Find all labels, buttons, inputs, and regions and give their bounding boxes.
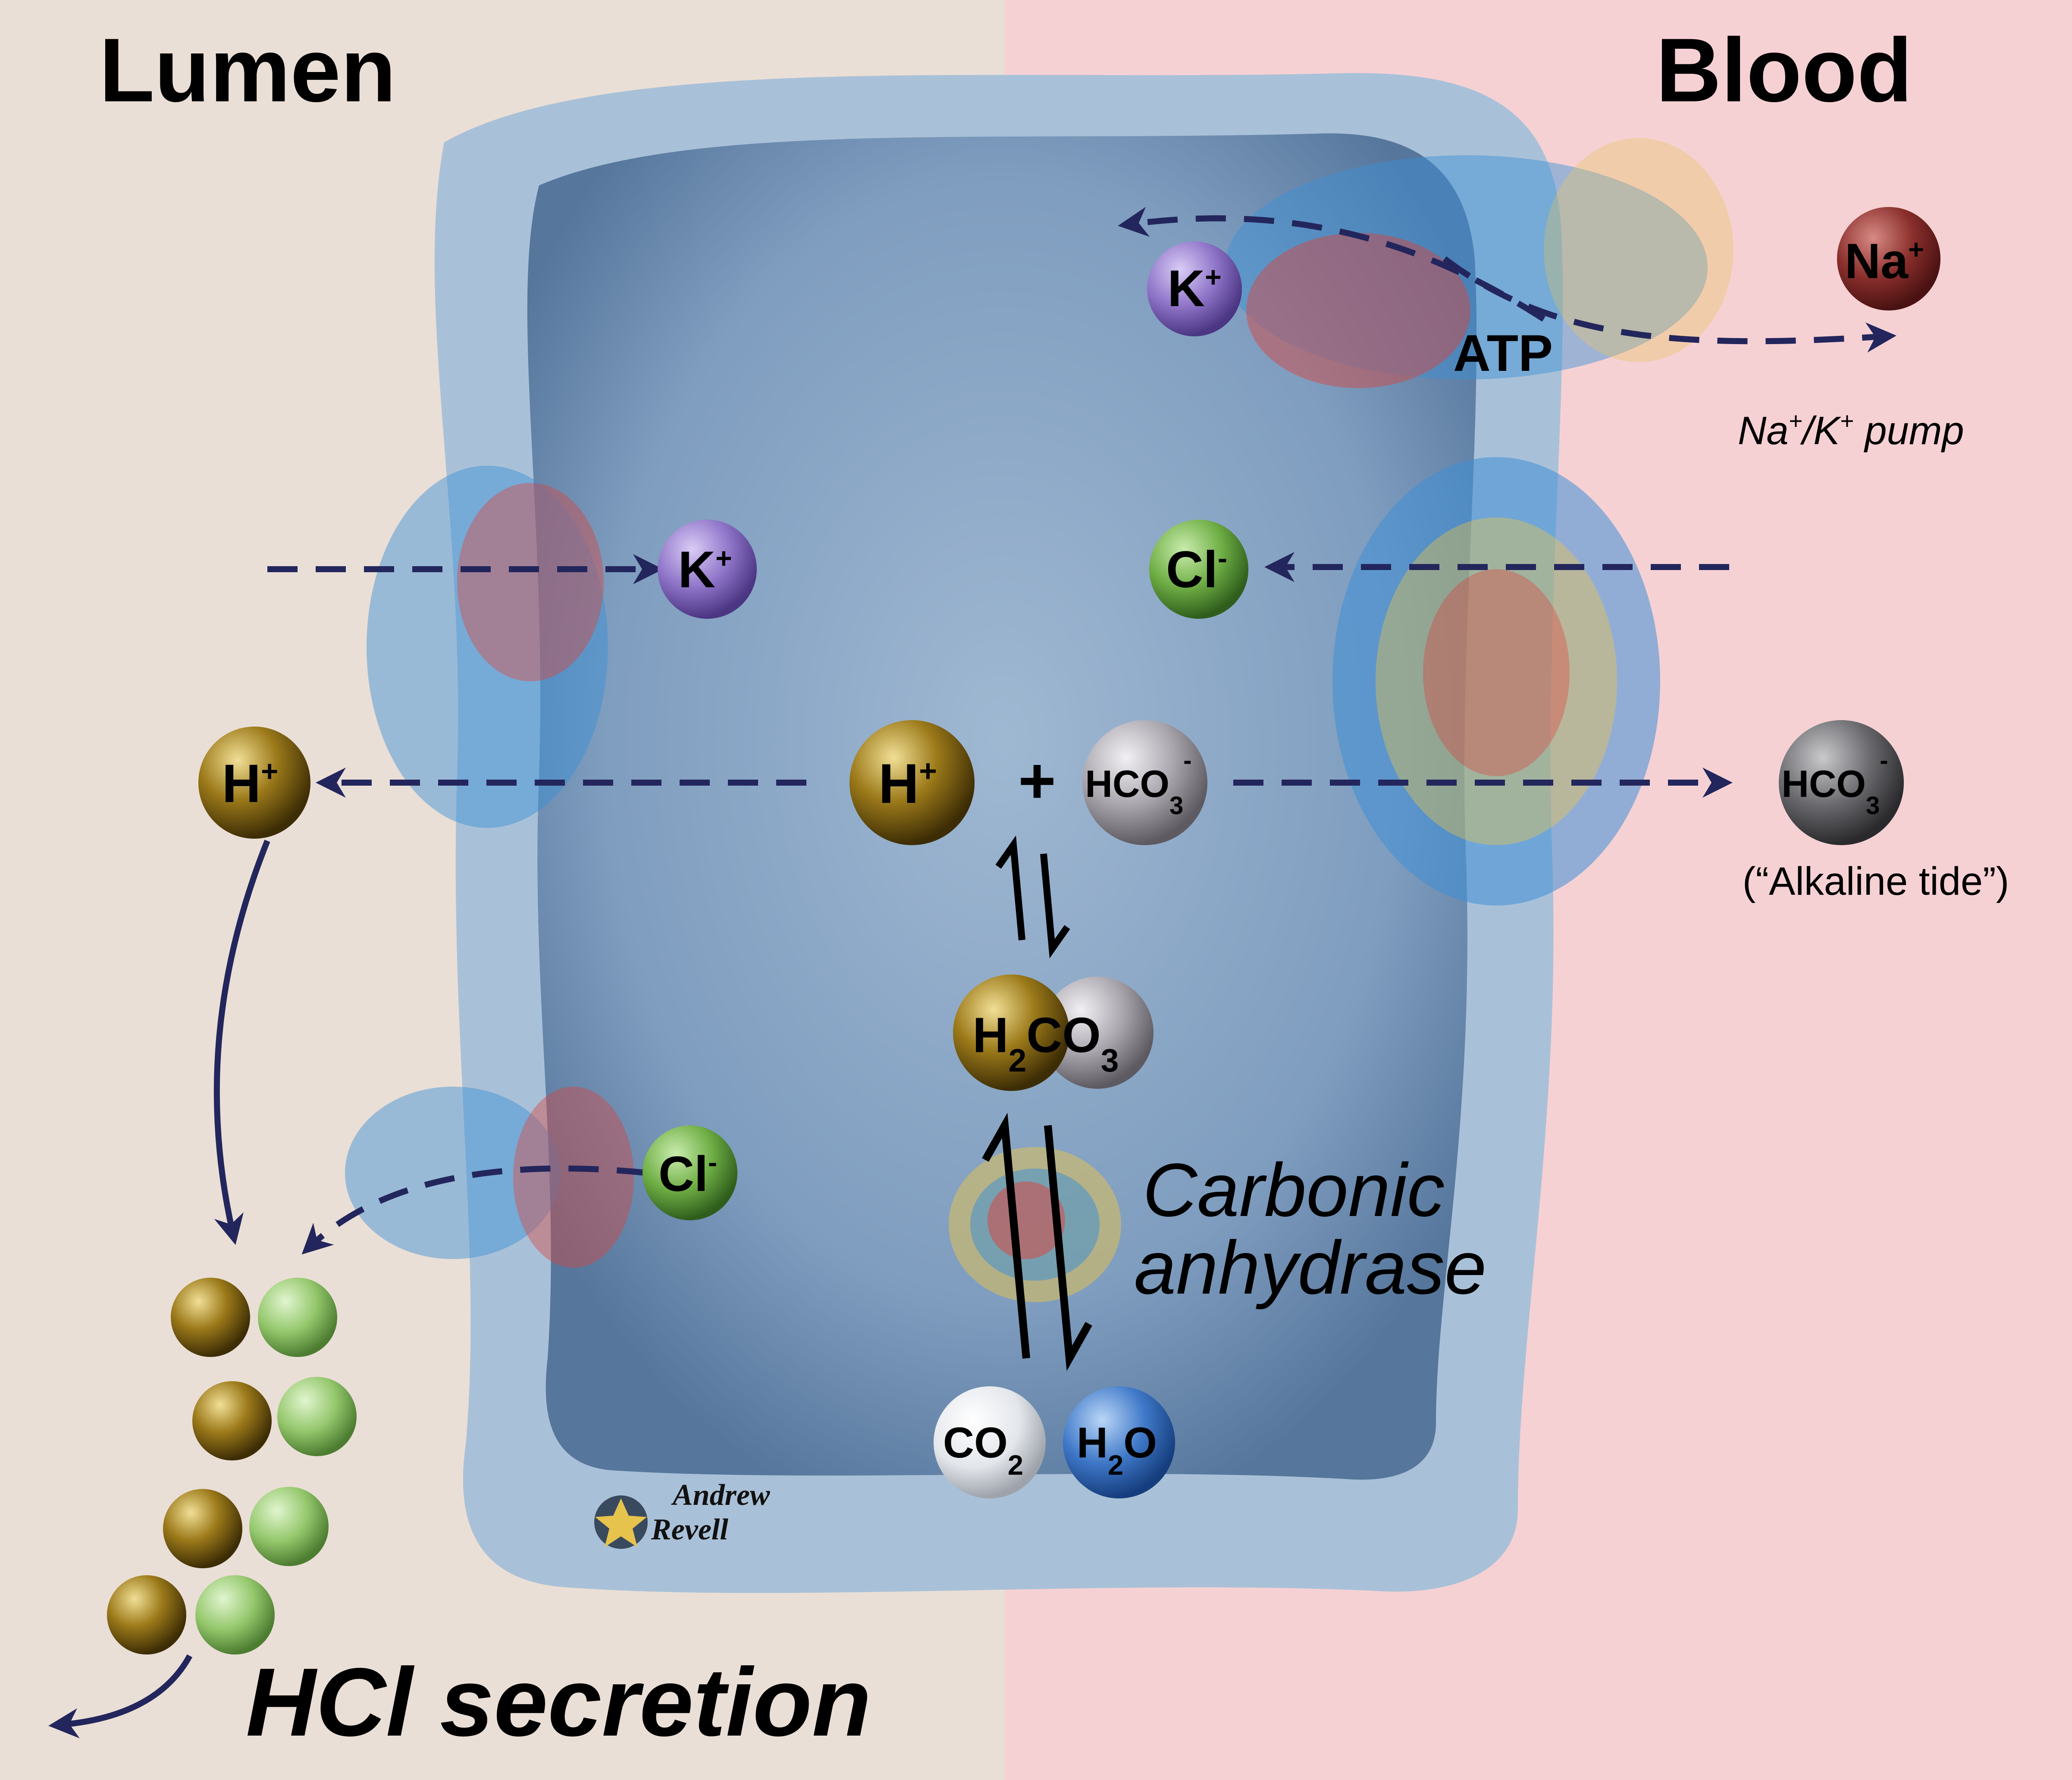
- chloride-channel-protein: [345, 1087, 634, 1268]
- hco3-ion-center: HCO3-: [1082, 720, 1207, 845]
- blood-heading: Blood: [1656, 19, 1912, 121]
- alkaline-tide-label: (“Alkaline tide”): [1743, 859, 2009, 903]
- svg-text:HCO3-: HCO3-: [1781, 746, 1888, 820]
- cl-lumen-arrow: [301, 1165, 647, 1255]
- cl-ion-channel: Cl-: [643, 1125, 737, 1220]
- hco3-ion-blood: HCO3-: [1779, 720, 1904, 845]
- h-ion-lumen: H+: [198, 727, 310, 839]
- na-pump-arrow: [1442, 256, 1896, 353]
- h2o-molecule: H2O: [1063, 1386, 1175, 1498]
- carbonic-label: Carbonic: [1143, 1148, 1445, 1232]
- svg-text:Cl-: Cl-: [1166, 541, 1227, 599]
- svg-text:H2O: H2O: [1077, 1419, 1157, 1481]
- svg-text:CO2: CO2: [943, 1419, 1023, 1481]
- svg-text:Cl-: Cl-: [658, 1147, 717, 1202]
- k-ion-pump: K+: [1147, 241, 1242, 336]
- proton-pump-protein: [367, 466, 608, 828]
- hcl-particles: [107, 1278, 357, 1655]
- svg-text:Andrew: Andrew: [671, 1479, 770, 1512]
- co2-molecule: CO2: [934, 1386, 1046, 1498]
- svg-text:K+: K+: [678, 541, 732, 599]
- artist-signature: Andrew Revell: [594, 1479, 770, 1549]
- h-to-secretion-arrow: [213, 840, 270, 1245]
- h2co3-molecule: H2CO3: [953, 975, 1154, 1091]
- k-ion-lumen: K+: [658, 520, 757, 619]
- plus-sign: +: [1018, 744, 1056, 817]
- atp-label: ATP: [1453, 324, 1553, 382]
- na-ion: Na+: [1837, 207, 1940, 310]
- secretion-out-arrow: [48, 1654, 193, 1739]
- hcl-secretion-label: HCl secretion: [246, 1648, 871, 1756]
- na-k-pump-label: Na+/K+ pump: [1738, 407, 1964, 453]
- cl-ion-blood: Cl-: [1149, 520, 1248, 619]
- equilibrium-arrows-top: [995, 835, 1070, 959]
- bicarbonate-exchanger-protein: [1332, 457, 1660, 906]
- svg-text:Na+: Na+: [1845, 234, 1924, 289]
- svg-text:K+: K+: [1167, 260, 1221, 317]
- h-ion-center: H+: [849, 720, 975, 845]
- carbonic-anhydrase-protein: [949, 1147, 1121, 1302]
- svg-text:H+: H+: [222, 754, 278, 814]
- parietal-cell: [434, 73, 1563, 1593]
- svg-text:Revell: Revell: [651, 1513, 728, 1546]
- lumen-heading: Lumen: [99, 19, 396, 121]
- equilibrium-arrows-bottom: [982, 1112, 1092, 1371]
- svg-text:H+: H+: [878, 752, 937, 815]
- anhydrase-label: anhydrase: [1134, 1226, 1486, 1310]
- svg-text:HCO3-: HCO3-: [1085, 746, 1191, 820]
- svg-text:H2CO3: H2CO3: [973, 1008, 1119, 1078]
